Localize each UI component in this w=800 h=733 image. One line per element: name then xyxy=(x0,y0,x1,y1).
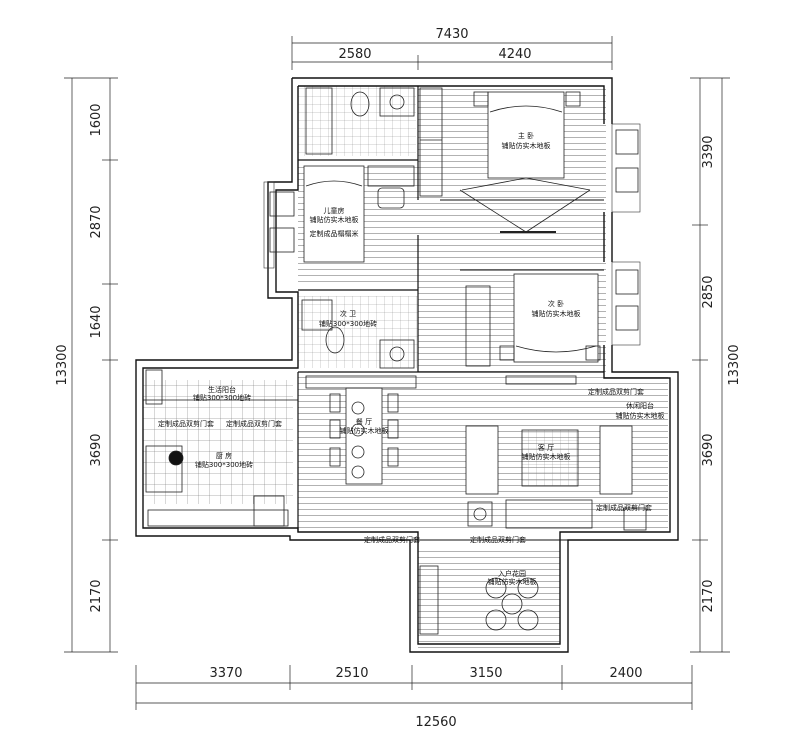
dim-top-total: 7430 xyxy=(435,27,468,42)
dim-left-5: 2170 xyxy=(89,579,104,612)
leisure-balcony-name: 休闲阳台 xyxy=(626,401,654,410)
dim-left-2: 2870 xyxy=(89,205,104,238)
dim-right-4: 2170 xyxy=(701,579,716,612)
dim-left-1: 1600 xyxy=(89,103,104,136)
dim-top-left: 2580 xyxy=(338,47,371,62)
walls xyxy=(135,77,679,653)
leisure-balcony-floor: 铺贴仿实木地板 xyxy=(616,411,665,420)
dim-left-total: 13300 xyxy=(55,344,70,385)
dim-right-2: 2850 xyxy=(701,275,716,308)
entrance-name: 入户花园 xyxy=(498,569,526,578)
utility-balcony-floor: 铺贴300*300地砖 xyxy=(193,393,251,402)
dining-name: 餐 厅 xyxy=(356,417,372,426)
dim-bottom-1: 3370 xyxy=(209,666,242,681)
kids-room-name: 儿童房 xyxy=(324,206,345,215)
second-bath-floor: 铺贴300*300地砖 xyxy=(319,319,377,328)
note-door-kitchen: 定制成品双剪门套 xyxy=(158,419,214,428)
kids-room-floor: 铺贴仿实木地板 xyxy=(310,215,359,224)
dim-right-1: 3390 xyxy=(701,135,716,168)
kitchen-name: 厨 房 xyxy=(216,451,232,460)
dining-floor: 铺贴仿实木地板 xyxy=(340,426,389,435)
note-door-balcony-top: 定制成品双剪门套 xyxy=(588,387,644,396)
utility-balcony-name: 生活阳台 xyxy=(208,385,236,394)
dim-top-right: 4240 xyxy=(498,47,531,62)
note-door-utility: 定制成品双剪门套 xyxy=(226,419,282,428)
master-bedroom-name: 主 卧 xyxy=(518,131,534,140)
note-door-entrance-right: 定制成品双剪门套 xyxy=(470,535,526,544)
entrance-floor: 铺贴仿实木地板 xyxy=(488,577,537,586)
dim-right-total: 13300 xyxy=(727,344,742,385)
dimension-labels: 7430 2580 4240 12560 3370 2510 3150 2400… xyxy=(55,27,742,730)
master-bedroom-floor: 铺贴仿实木地板 xyxy=(502,141,551,150)
dim-right-3: 3690 xyxy=(701,433,716,466)
note-door-balcony-bottom: 定制成品双剪门套 xyxy=(596,503,652,512)
room-labels: 主 卧 铺贴仿实木地板 儿童房 铺贴仿实木地板 定制成品榻榻米 次 卧 铺贴仿实… xyxy=(193,131,665,586)
dimension-lines xyxy=(64,36,730,710)
dim-bottom-total: 12560 xyxy=(415,715,456,730)
kitchen-floor: 铺贴300*300地砖 xyxy=(195,460,253,469)
door-notes: 定制成品双剪门套 定制成品双剪门套 定制成品双剪门套 定制成品双剪门套 定制成品… xyxy=(158,387,652,544)
second-bedroom-name: 次 卧 xyxy=(548,299,564,308)
dim-left-4: 3690 xyxy=(89,433,104,466)
dim-bottom-4: 2400 xyxy=(609,666,642,681)
second-bedroom-floor: 铺贴仿实木地板 xyxy=(532,309,581,318)
dim-left-3: 1640 xyxy=(89,305,104,338)
kids-room-note: 定制成品榻榻米 xyxy=(310,229,359,238)
second-bath-name: 次 卫 xyxy=(340,309,356,318)
furniture xyxy=(145,87,647,635)
living-name: 客 厅 xyxy=(538,443,554,452)
living-floor: 铺贴仿实木地板 xyxy=(522,452,571,461)
dim-bottom-3: 3150 xyxy=(469,666,502,681)
dim-bottom-2: 2510 xyxy=(335,666,368,681)
note-door-entrance-left: 定制成品双剪门套 xyxy=(364,535,420,544)
